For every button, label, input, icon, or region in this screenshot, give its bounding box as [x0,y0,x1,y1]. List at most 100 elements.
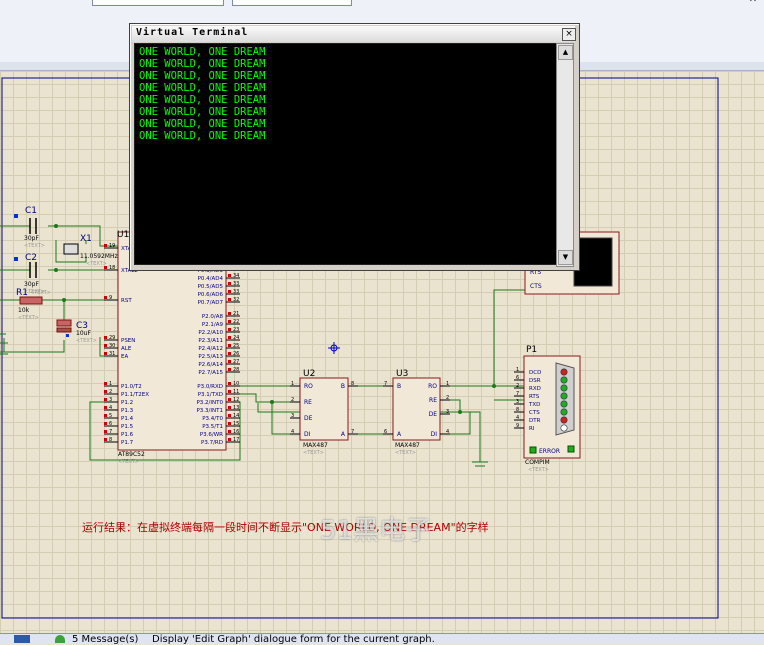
p1-ref: P1 [526,345,537,355]
part-x1-crystal[interactable]: X1 11.0592MHz <TEXT> [63,234,118,267]
u3-pin-name: B [397,383,401,390]
x1-value: 11.0592MHz [80,253,118,260]
u1-pin-marker [228,336,231,339]
p1-part: COMPIM [525,459,550,466]
terminal-line: ONE WORLD, ONE DREAM [139,106,266,118]
vterm-pin-cts: CTS [530,283,542,290]
schematic-canvas[interactable]: C1 30pF <TEXT> C2 30pF <TEXT> X1 11.0592… [0,71,764,633]
u1-pin-marker [228,406,231,409]
u1-pin-number: 19 [109,243,115,249]
u2-part: MAX487 [303,442,328,449]
p1-pin-name: CTS [529,410,540,416]
u1-pin-marker [104,382,107,385]
u3-pin-name: DI [431,431,438,438]
virtual-terminal-titlebar[interactable]: Virtual Terminal × [132,26,576,42]
u1-pin-number: 7 [109,429,112,435]
p1-status-led [567,445,575,453]
window-close-icon[interactable]: ✕ [746,0,760,6]
u1-pin-marker [104,422,107,425]
u1-pin-number: 13 [233,405,239,411]
toolbar-combo-2[interactable] [232,0,352,6]
u1-pin-marker [104,266,107,269]
u1-pin-marker [104,244,107,247]
virtual-terminal-window[interactable]: Virtual Terminal × ONE WORLD, ONE DREAM … [129,23,580,271]
r1-value: 10k [18,307,30,314]
part-c3[interactable]: C3 10uF <TEXT> [56,319,97,344]
status-description: Display 'Edit Graph' dialogue form for t… [152,634,435,645]
p1-pin-name: DCD [529,370,541,376]
u2-pin-name: RO [304,383,313,390]
u1-pin-name: P1.7 [121,440,134,446]
terminal-line: ONE WORLD, ONE DREAM [139,118,266,130]
u1-pin-marker [104,414,107,417]
u1-pin-number: 15 [233,421,239,427]
u1-pin-number: 5 [109,413,112,419]
u1-pin-marker [104,438,107,441]
u1-pin-number: 16 [233,429,239,435]
u2-ref: U2 [303,369,315,379]
schematic-drawing[interactable]: C1 30pF <TEXT> C2 30pF <TEXT> X1 11.0592… [0,71,764,633]
u1-pin-marker [104,344,107,347]
u2-pin-name: RE [304,399,312,406]
terminal-screen[interactable]: ONE WORLD, ONE DREAM ONE WORLD, ONE DREA… [134,43,558,265]
terminal-scrollbar[interactable]: ▲ ▼ [556,43,574,267]
u1-pin-name: P2.6/A14 [198,362,223,368]
u1-pin-number: 17 [233,437,239,443]
u1-pin-name: RST [121,298,132,304]
u1-pin-number: 14 [233,413,239,419]
u1-pin-number: 25 [233,343,239,349]
p1-pin-number: 3 [516,399,519,405]
watermark: 51黑电子 [320,516,432,546]
u1-ref: U1 [117,230,129,240]
u1-pin-number: 3 [109,397,112,403]
u1-pin-name: P1.6 [121,432,134,438]
u1-pin-name: P2.3/A11 [198,338,223,344]
r1-text-tag: <TEXT> [18,315,39,321]
part-c2[interactable]: C2 30pF <TEXT> [24,253,45,295]
u1-pin-name: P2.5/A13 [198,354,223,360]
p1-pin-number: 8 [516,407,519,413]
u1-pin-number: 33 [233,289,239,295]
u1-pin-name: P1.3 [121,408,134,414]
p1-error-led [529,446,537,454]
u1-pin-number: 21 [233,311,239,317]
x1-text-tag: <TEXT> [86,261,107,267]
u3-pin-number: 6 [384,429,387,435]
u3-pin-number: 3 [446,409,449,415]
u1-pin-name: P0.6/AD6 [198,292,224,298]
p1-pin-number: 7 [516,391,519,397]
scroll-up-icon[interactable]: ▲ [558,45,573,60]
status-stop-button[interactable] [14,635,30,643]
u1-pin-number: 32 [233,297,239,303]
p1-status-led [560,392,568,400]
part-r1[interactable]: R1 10k <TEXT> <TEXT> [16,288,51,321]
u2-pin-number: 1 [291,381,294,387]
part-c1[interactable]: C1 30pF <TEXT> [24,206,45,249]
status-messages[interactable]: 5 Message(s) [72,634,139,645]
vterm-pin-rts: RTS [530,269,541,276]
u1-pin-marker [228,438,231,441]
u1-pin-number: 26 [233,351,239,357]
u3-pin-name: DE [429,411,438,418]
u1-pin-marker [104,336,107,339]
u1-pin-name: P3.6/WR [200,432,223,438]
u1-pin-name: P3.2/INT0 [196,400,223,406]
close-icon[interactable]: × [562,28,576,41]
p1-pin-name: DSR [529,378,541,384]
c3-ref: C3 [76,321,88,331]
u3-text-tag: <TEXT> [395,450,416,456]
u1-pin-name: P1.5 [121,424,134,430]
terminal-output: ONE WORLD, ONE DREAM ONE WORLD, ONE DREA… [139,46,265,142]
u1-pin-number: 4 [109,405,112,411]
toolbar-combo[interactable] [92,0,224,6]
scroll-down-icon[interactable]: ▼ [558,250,573,265]
u1-pin-number: 34 [233,273,239,279]
u1-pin-marker [228,274,231,277]
u1-pin-name: P0.3/AD3 [198,268,224,274]
u3-ref: U3 [396,369,408,379]
